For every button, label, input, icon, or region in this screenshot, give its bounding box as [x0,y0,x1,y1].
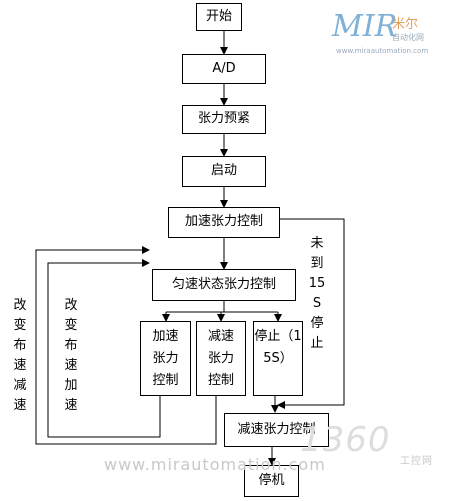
label-change-accel: 改 变 布 速 加 速 [64,298,78,413]
mir-logo: MIR 米尔 自动化网 www.miraautomation.com [331,9,428,55]
node-uniform-control: 匀速状态张力控制 [152,269,296,301]
label-change-decel: 改 变 布 速 减 速 [13,298,27,413]
label-not-15s: 未 到 15 S 停 止 [308,236,326,351]
node-decel-control: 减速张力控制 [224,413,329,447]
node-stop-15s: 停止（1 5S） [253,321,303,396]
loop-accel-back [47,259,161,438]
node-accel-small: 加速 张力 控制 [140,321,191,396]
watermark-url: www.mirautomation.com [104,455,326,474]
node-halt: 停机 [244,465,299,497]
logo-cn-text: 米尔 [392,17,418,32]
node-start: 开始 [196,3,242,31]
node-launch: 启动 [182,156,266,187]
node-accel-control: 加速张力控制 [168,207,280,238]
node-pretension: 张力预紧 [182,105,266,134]
loop-not-15s [277,218,345,409]
watermark-brand2-sub: 工控网 [400,456,433,467]
watermark-brand2: 1360 [300,420,391,460]
logo-sub-text: 自动化网 [392,32,424,42]
node-decel-small: 减速 张力 控制 [196,321,246,396]
logo-url-text: www.miraautomation.com [336,47,428,55]
logo-mir-text: MIR [331,9,397,44]
node-ad: A/D [182,54,266,84]
loop-decel-back [35,246,217,445]
